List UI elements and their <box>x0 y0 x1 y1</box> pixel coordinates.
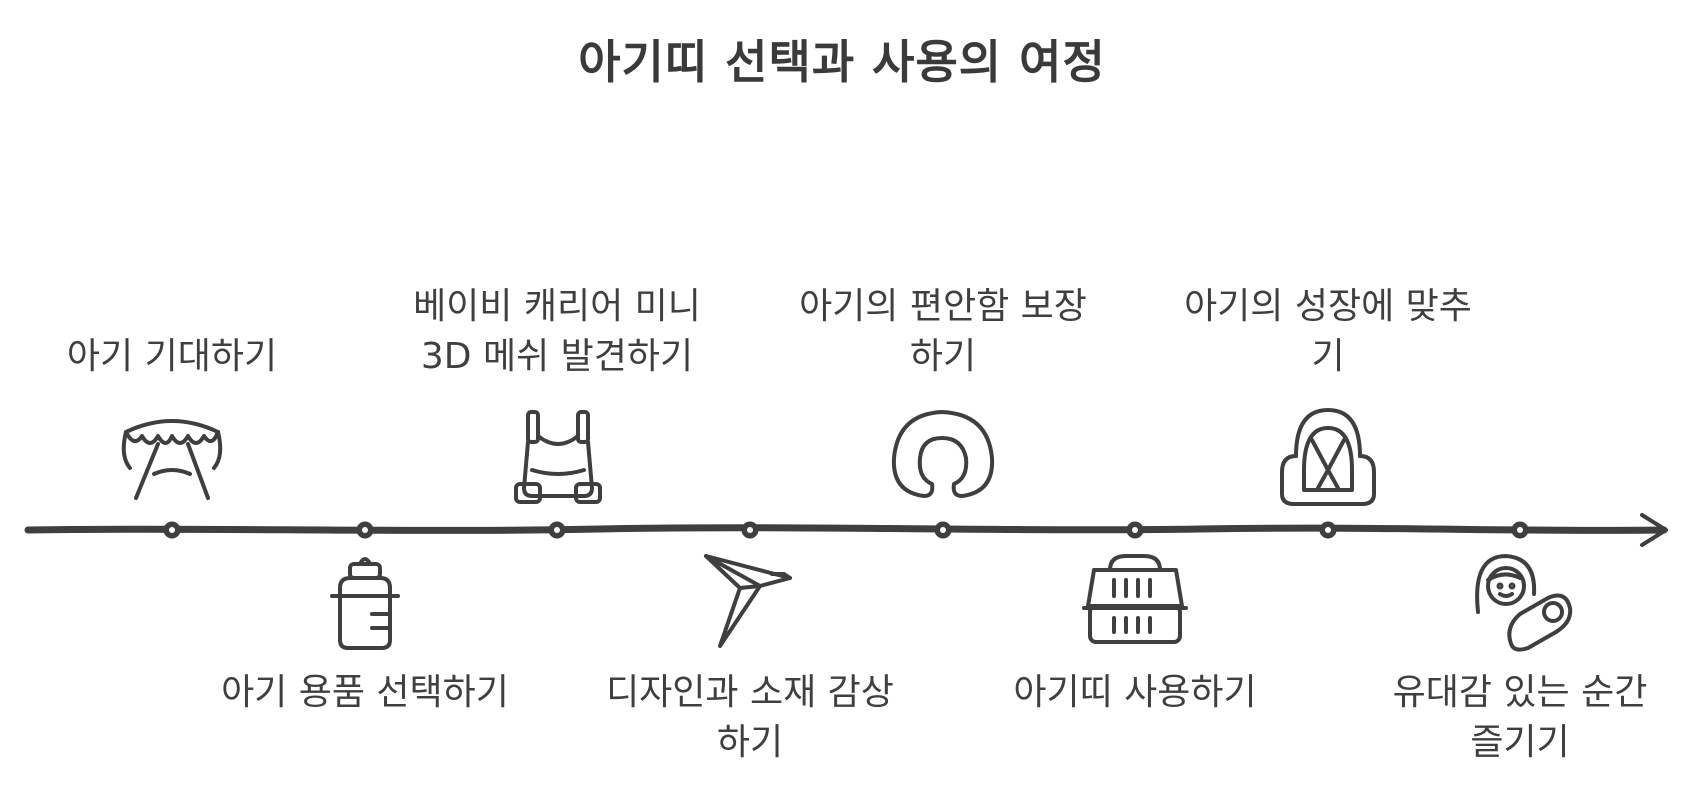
timeline-arrow-head <box>1640 513 1668 547</box>
baby-carrier-icon <box>514 410 602 504</box>
step-label-7: 아기의 성장에 맞추기 <box>1184 286 1472 377</box>
step-label-3: 베이비 캐리어 미니 3D 메쉬 발견하기 <box>413 286 701 377</box>
step-label-6: 아기띠 사용하기 <box>1013 672 1257 713</box>
step-label-4: 디자인과 소재 감상하기 <box>606 672 894 763</box>
step-label-8: 유대감 있는 순간 즐기기 <box>1392 672 1648 763</box>
timeline-line <box>24 524 1668 534</box>
step-label-1: 아기 기대하기 <box>66 336 278 377</box>
step-label-5: 아기의 편안함 보장하기 <box>799 286 1087 377</box>
pet-carrier-icon <box>1082 554 1188 644</box>
baby-crib-canopy-icon <box>121 419 223 500</box>
step-label-2: 아기 용품 선택하기 <box>221 672 509 713</box>
neck-pillow-icon <box>891 410 995 498</box>
diagram-title: 아기띠 선택과 사용의 여정 <box>578 35 1106 89</box>
mother-and-baby-icon <box>1475 554 1573 652</box>
origami-bird-icon <box>704 554 792 648</box>
baby-bottle-icon <box>330 557 400 650</box>
car-seat-icon <box>1280 408 1376 506</box>
